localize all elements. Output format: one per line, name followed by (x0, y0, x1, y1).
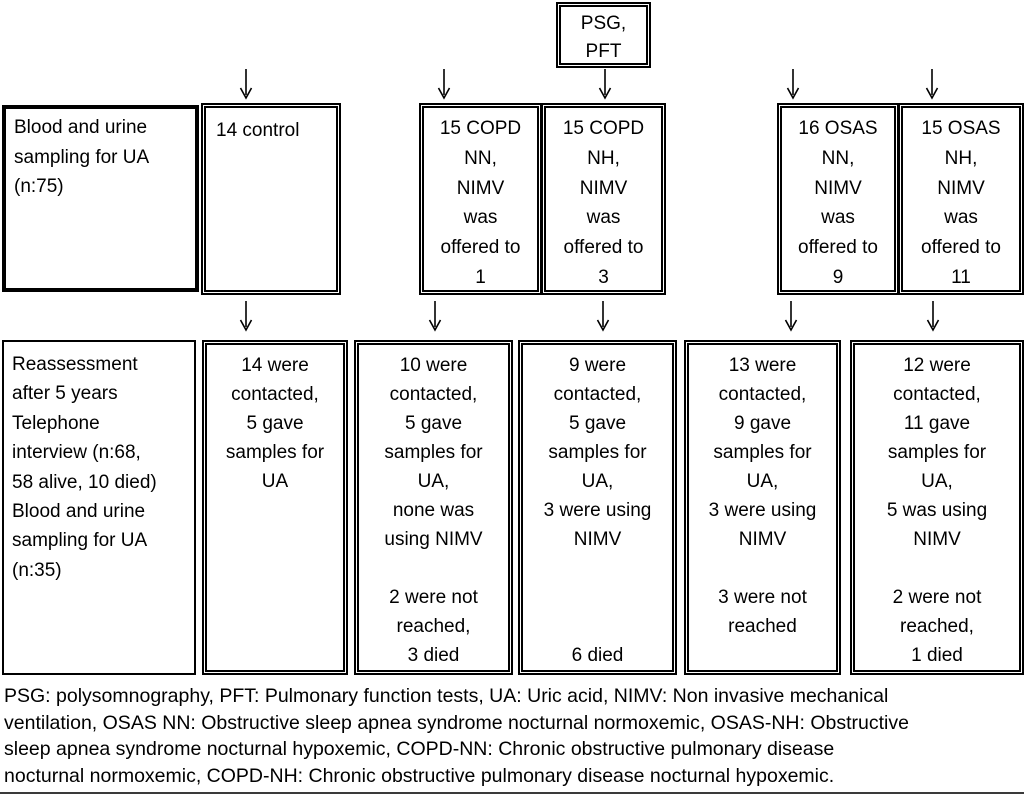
down-arrow-icon (596, 301, 610, 332)
down-arrow-icon (437, 69, 451, 100)
followup-osas-nh-box: 12 were contacted, 11 gave samples for U… (850, 340, 1024, 675)
followup-control-box: 14 were contacted, 5 gave samples for UA (202, 340, 348, 675)
reassessment-box: Reassessment after 5 years Telephone int… (2, 340, 196, 675)
down-arrow-icon (926, 301, 940, 332)
baseline-osas-nn-box: 16 OSAS NN, NIMV was offered to 9 (777, 103, 899, 295)
down-arrow-icon (239, 69, 253, 100)
down-arrow-icon (925, 69, 939, 100)
figure-bottom-rule (0, 792, 1024, 794)
down-arrow-icon (239, 301, 253, 332)
baseline-sampling-box: Blood and urine sampling for UA (n:75) (2, 105, 199, 292)
baseline-copd-nh-box: 15 COPD NH, NIMV was offered to 3 (541, 103, 666, 295)
followup-osas-nn-box: 13 were contacted, 9 gave samples for UA… (684, 340, 841, 675)
followup-copd-nn-box: 10 were contacted, 5 gave samples for UA… (354, 340, 513, 675)
followup-copd-nh-box: 9 were contacted, 5 gave samples for UA,… (518, 340, 677, 675)
abbreviation-legend: PSG: polysomnography, PFT: Pulmonary fun… (4, 685, 909, 787)
down-arrow-icon (784, 301, 798, 332)
down-arrow-icon (786, 69, 800, 100)
baseline-copd-nn-box: 15 COPD NN, NIMV was offered to 1 (419, 103, 542, 295)
baseline-osas-nh-box: 15 OSAS NH, NIMV was offered to 11 (898, 103, 1024, 295)
baseline-control-box: 14 control (201, 103, 341, 295)
psg-pft-box: PSG, PFT (556, 2, 651, 68)
down-arrow-icon (598, 69, 612, 100)
down-arrow-icon (428, 301, 442, 332)
